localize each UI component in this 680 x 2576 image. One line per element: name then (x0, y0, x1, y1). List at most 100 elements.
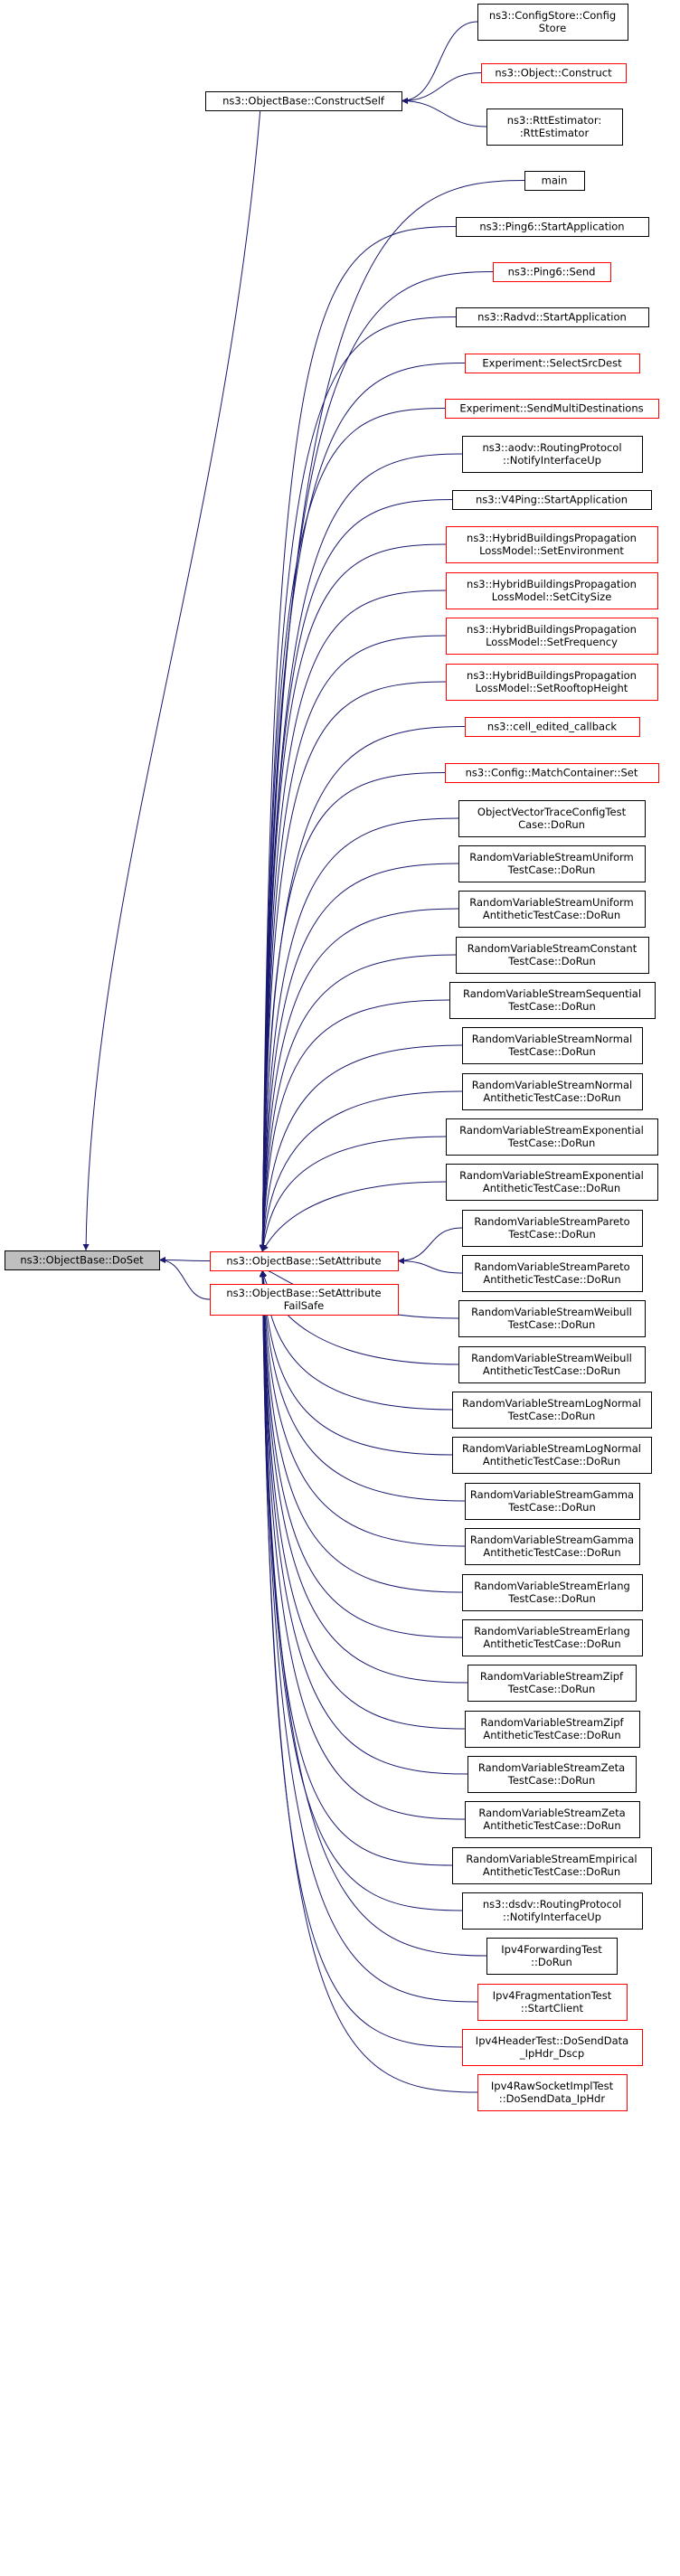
node-box (452, 1847, 652, 1884)
node-rvsnormal[interactable]: RandomVariableStreamNormalTestCase::DoRu… (462, 1027, 643, 1064)
node-box (5, 1250, 160, 1270)
node-label: ns3::Config::MatchContainer::Set (466, 767, 638, 779)
node-constructself[interactable]: ns3::ObjectBase::ConstructSelf (205, 91, 402, 111)
node-label: AntitheticTestCase::DoRun (483, 1364, 620, 1377)
node-setattribute[interactable]: ns3::ObjectBase::SetAttribute (210, 1251, 399, 1271)
node-box (465, 717, 640, 737)
node-rvsuniform[interactable]: RandomVariableStreamUniformTestCase::DoR… (458, 845, 646, 882)
node-ipv4rawsocket[interactable]: Ipv4RawSocketImplTest::DoSendData_IpHdr (477, 2074, 628, 2111)
node-label: AntitheticTestCase::DoRun (483, 1182, 620, 1194)
node-box (446, 526, 658, 563)
node-label: LossModel::SetCitySize (492, 590, 612, 603)
node-box (446, 572, 658, 609)
node-rvsgammaanti[interactable]: RandomVariableStreamGammaAntitheticTestC… (465, 1528, 640, 1565)
node-label: ::DoSendData_IpHdr (499, 2092, 605, 2105)
node-rvssequential[interactable]: RandomVariableStreamSequentialTestCase::… (449, 982, 656, 1019)
edge-objectconstruct-to-constructself (401, 72, 482, 104)
node-label: TestCase::DoRun (507, 1000, 595, 1013)
node-rvsuniformanti[interactable]: RandomVariableStreamUniformAntitheticTes… (458, 891, 646, 928)
edge-setattributefailsafe-to-doset (158, 1257, 211, 1300)
edge-rvsexponentialanti-to-setattribute (261, 1181, 447, 1252)
node-ipv4header[interactable]: Ipv4HeaderTest::DoSendData_IpHdr_Dscp (462, 2029, 643, 2066)
node-rvsweibullanti[interactable]: RandomVariableStreamWeibullAntitheticTes… (458, 1346, 646, 1383)
node-rvspareto[interactable]: RandomVariableStreamParetoTestCase::DoRu… (462, 1210, 643, 1247)
node-rvserlanganti[interactable]: RandomVariableStreamErlangAntitheticTest… (462, 1619, 643, 1656)
node-label: LossModel::SetEnvironment (479, 544, 624, 557)
node-main[interactable]: main (524, 171, 585, 191)
node-box (462, 1619, 643, 1656)
node-rvszetaanti[interactable]: RandomVariableStreamZetaAntitheticTestCa… (465, 1801, 640, 1838)
node-v4pingstart[interactable]: ns3::V4Ping::StartApplication (452, 490, 652, 510)
node-ping6send[interactable]: ns3::Ping6::Send (493, 262, 611, 282)
node-box (462, 436, 643, 473)
node-hybridenv[interactable]: ns3::HybridBuildingsPropagationLossModel… (446, 526, 658, 563)
node-label: Ipv4HeaderTest::DoSendData (476, 2034, 628, 2047)
node-box (458, 1300, 646, 1337)
node-rvsexponentialanti[interactable]: RandomVariableStreamExponentialAntitheti… (446, 1164, 658, 1201)
node-matchcontainer[interactable]: ns3::Config::MatchContainer::Set (445, 763, 659, 783)
node-label: RandomVariableStreamExponential (459, 1169, 644, 1182)
node-box (445, 399, 659, 419)
node-label: TestCase::DoRun (507, 863, 595, 876)
edge-ipv4header-to-setattribute (259, 1269, 463, 2048)
edge-ipv4forwarding-to-setattribute (259, 1269, 487, 1957)
node-label: Store (539, 22, 566, 34)
node-rvsnormalanti[interactable]: RandomVariableStreamNormalAntitheticTest… (462, 1073, 643, 1110)
node-label: Ipv4RawSocketImplTest (491, 2080, 614, 2092)
edge-rvszipf-to-setattribute (259, 1269, 468, 1684)
node-label: ns3::Object::Construct (495, 67, 612, 80)
node-doset[interactable]: ns3::ObjectBase::DoSet (5, 1250, 160, 1270)
node-hybridfreq[interactable]: ns3::HybridBuildingsPropagationLossModel… (446, 618, 658, 655)
node-celledited[interactable]: ns3::cell_edited_callback (465, 717, 640, 737)
node-label: ns3::Ping6::StartApplication (479, 221, 624, 233)
node-aodvnotify[interactable]: ns3::aodv::RoutingProtocol::NotifyInterf… (462, 436, 643, 473)
node-label: RandomVariableStreamEmpirical (466, 1853, 637, 1865)
node-ipv4forwarding[interactable]: Ipv4ForwardingTest::DoRun (486, 1938, 618, 1975)
node-label: LossModel::SetFrequency (486, 636, 618, 648)
node-hybridcity[interactable]: ns3::HybridBuildingsPropagationLossModel… (446, 572, 658, 609)
node-rvserlang[interactable]: RandomVariableStreamErlangTestCase::DoRu… (462, 1574, 643, 1611)
node-rvsempirical[interactable]: RandomVariableStreamEmpiricalAntitheticT… (452, 1847, 652, 1884)
node-radvdstart[interactable]: ns3::Radvd::StartApplication (456, 307, 649, 327)
node-rvszipfanti[interactable]: RandomVariableStreamZipfAntitheticTestCa… (465, 1711, 640, 1748)
edge-rvserlang-to-setattribute (259, 1269, 463, 1593)
node-ping6start[interactable]: ns3::Ping6::StartApplication (456, 217, 649, 237)
node-selectsrcdest[interactable]: Experiment::SelectSrcDest (465, 354, 640, 373)
node-label: AntitheticTestCase::DoRun (483, 1819, 620, 1832)
node-label: ns3::ConfigStore::Config (489, 9, 616, 22)
node-box (462, 1027, 643, 1064)
node-rvslognormal[interactable]: RandomVariableStreamLogNormalTestCase::D… (452, 1392, 652, 1429)
node-dsdvnotify[interactable]: ns3::dsdv::RoutingProtocol::NotifyInterf… (462, 1892, 643, 1930)
edge-dsdvnotify-to-setattribute (259, 1269, 463, 1911)
node-box (465, 1483, 640, 1520)
node-configstore[interactable]: ns3::ConfigStore::ConfigStore (477, 4, 628, 41)
edge-rvszetaanti-to-setattribute (259, 1269, 466, 1820)
node-rvslognormalanti[interactable]: RandomVariableStreamLogNormalAntitheticT… (452, 1437, 652, 1474)
node-objectconstruct[interactable]: ns3::Object::Construct (481, 63, 627, 83)
node-label: AntitheticTestCase::DoRun (483, 1637, 620, 1650)
node-rvsconstant[interactable]: RandomVariableStreamConstantTestCase::Do… (456, 937, 649, 974)
node-hybridroof[interactable]: ns3::HybridBuildingsPropagationLossModel… (446, 664, 658, 701)
node-label: TestCase::DoRun (507, 1137, 595, 1149)
node-box (446, 1164, 658, 1201)
node-rvsweibull[interactable]: RandomVariableStreamWeibullTestCase::DoR… (458, 1300, 646, 1337)
node-label: TestCase::DoRun (507, 955, 595, 967)
node-rvsexponential[interactable]: RandomVariableStreamExponentialTestCase:… (446, 1118, 658, 1156)
node-box (462, 1073, 643, 1110)
node-rvsparetoanti[interactable]: RandomVariableStreamParetoAntitheticTest… (462, 1255, 643, 1292)
node-label: RandomVariableStreamZeta (478, 1807, 625, 1819)
node-sendmulti[interactable]: Experiment::SendMultiDestinations (445, 399, 659, 419)
node-label: RandomVariableStreamErlang (474, 1625, 630, 1637)
edge-matchcontainer-to-setattribute (259, 772, 446, 1252)
node-box (477, 2074, 628, 2111)
node-box (452, 490, 652, 510)
node-label: ns3::dsdv::RoutingProtocol (483, 1898, 621, 1911)
node-ipv4fragment[interactable]: Ipv4FragmentationTest::StartClient (477, 1984, 628, 2021)
node-box (446, 1118, 658, 1156)
node-rttestimator[interactable]: ns3::RttEstimator::RttEstimator (486, 109, 623, 146)
